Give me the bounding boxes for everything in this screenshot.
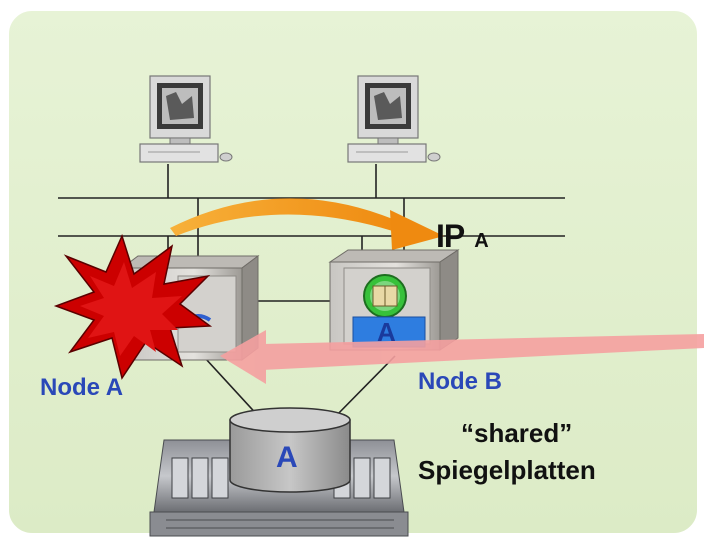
service-icon <box>363 274 407 318</box>
explosion-icon <box>53 233 213 380</box>
disk-label: A <box>276 441 298 474</box>
computer-icon <box>347 75 441 163</box>
node-a-label: Node A <box>40 374 124 401</box>
service-box-label: A <box>377 317 396 347</box>
computer-icon <box>139 75 233 163</box>
shared-label: “shared” <box>461 418 573 448</box>
failover-arrow <box>170 198 444 250</box>
ip-label-subscript: A <box>474 230 488 252</box>
mirror-disks-label: Spiegelplatten <box>418 455 596 485</box>
disk-icon <box>229 407 351 493</box>
node-b-label: Node B <box>418 368 502 395</box>
ip-label: IP A <box>436 218 489 259</box>
client-reconnect-arrow <box>220 330 704 384</box>
ip-label-text: IP <box>436 218 465 254</box>
